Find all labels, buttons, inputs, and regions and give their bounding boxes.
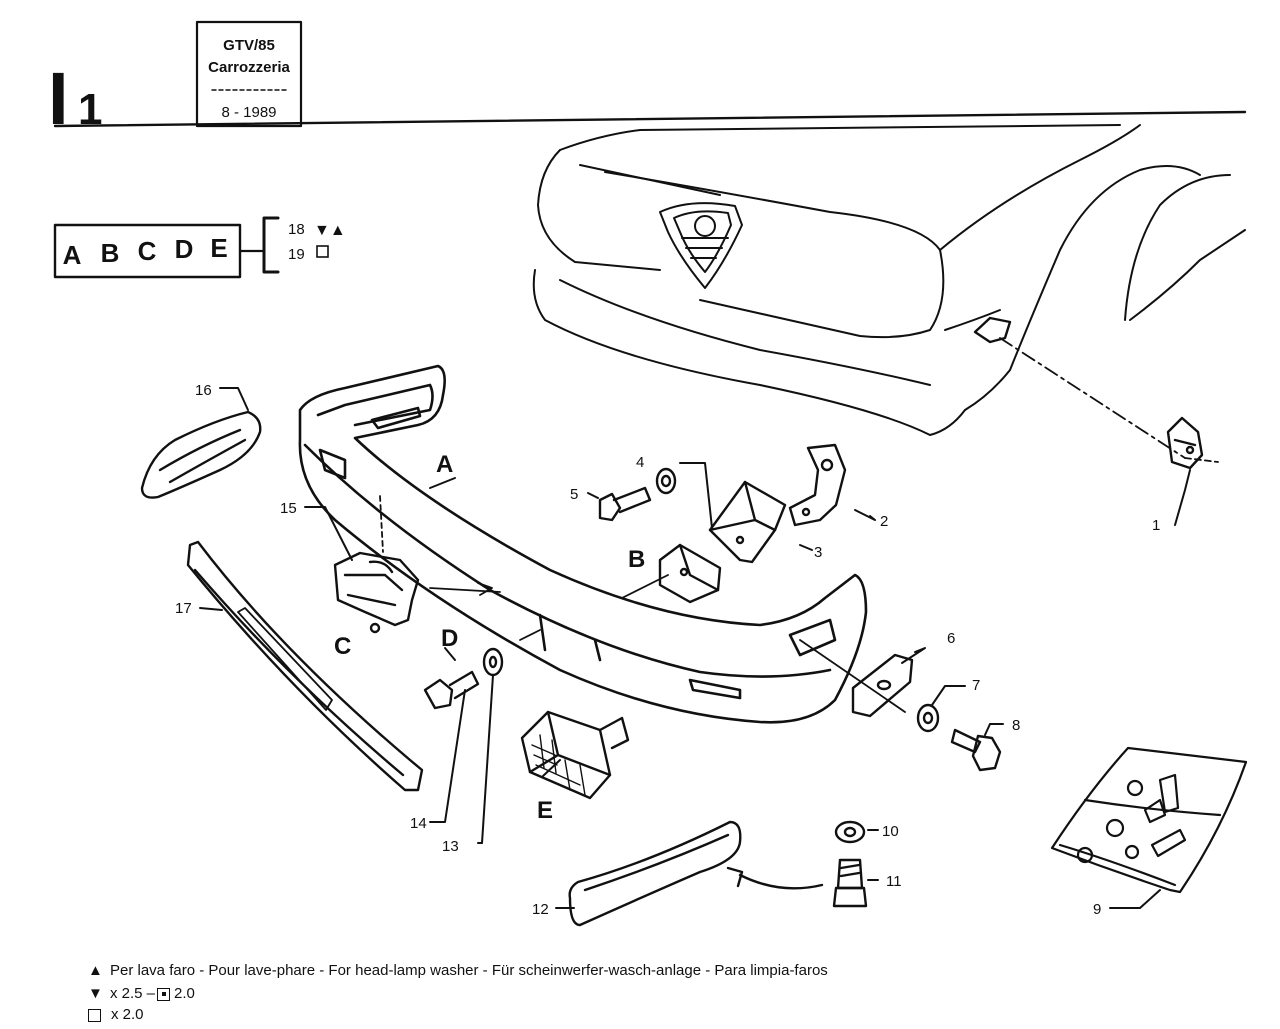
label-leaders — [199, 387, 1191, 909]
part-label-16: 16 — [195, 382, 212, 399]
assembly-arrow-head — [726, 866, 744, 888]
variant-letter-d: D — [175, 234, 194, 264]
part-label-1: 1 — [1152, 517, 1160, 534]
header-date: 8 - 1989 — [221, 104, 276, 121]
part-label-4: 4 — [636, 454, 644, 471]
part-label-14: 14 — [410, 815, 427, 832]
part-label-8: 8 — [1012, 717, 1020, 734]
part-label-5: 5 — [570, 486, 578, 503]
legend-line-thickness-25: ▼ x 2.5 – 2.0 — [88, 985, 195, 1003]
header-rule — [53, 110, 1247, 128]
part-label-11: 11 — [886, 873, 902, 890]
part-label-7: 7 — [972, 677, 980, 694]
rubber-strip-17 — [186, 540, 424, 792]
header-model: GTV/85 — [223, 37, 275, 54]
alfa-grille — [659, 202, 743, 289]
bolt-8 — [950, 728, 1002, 772]
legend-line-headlamp-washer: ▲ Per lava faro - Pour lave-phare - For h… — [88, 962, 828, 980]
stud-11 — [832, 858, 868, 908]
variant-ref-19: 19 — [288, 246, 305, 263]
corner-trim-12 — [568, 820, 742, 927]
section-letter: I — [48, 57, 69, 140]
section-number: 1 — [78, 85, 102, 134]
part-label-3: 3 — [814, 544, 822, 561]
nut-10 — [834, 820, 866, 844]
bumper-a — [298, 364, 868, 724]
assembly-lines — [379, 337, 1219, 713]
legend-text-1: Per lava faro - Pour lave-phare - For he… — [110, 962, 828, 980]
part-label-2: 2 — [880, 513, 888, 530]
corner-trim-16 — [140, 410, 262, 499]
letter-label-b: B — [628, 546, 645, 573]
washer-4 — [655, 467, 677, 495]
triangle-down-icon: ▼ — [88, 985, 103, 1003]
pad-6 — [851, 653, 914, 718]
car-rear-body — [532, 124, 1246, 436]
legend-text-2a: x 2.5 – — [110, 985, 156, 1003]
clip-bracket-c-15 — [333, 551, 420, 634]
part-label-13: 13 — [442, 838, 459, 855]
letter-label-d: D — [441, 625, 458, 652]
fastener-kit-9 — [1050, 746, 1248, 894]
square-dot-icon — [157, 987, 171, 1001]
part-label-15: 15 — [280, 500, 297, 517]
washer-13 — [482, 647, 504, 677]
bracket-2 — [788, 443, 847, 527]
variant-letter-a: A — [63, 240, 82, 270]
legend-text-3: x 2.0 — [111, 1006, 144, 1024]
connector-e — [520, 710, 630, 800]
legend-line-thickness-20: x 2.0 — [88, 1006, 144, 1024]
part-label-9: 9 — [1093, 901, 1101, 918]
bracket-b — [658, 543, 722, 604]
bolt-d-14 — [423, 670, 480, 710]
clip-1 — [973, 316, 1204, 470]
bolt-5 — [598, 486, 652, 522]
variant-letter-e: E — [210, 233, 227, 263]
variant-ref-18: 18 — [288, 221, 305, 238]
letter-label-e: E — [537, 797, 553, 824]
part-label-12: 12 — [532, 901, 549, 918]
legend-text-2b: 2.0 — [174, 985, 195, 1003]
header-info-box — [195, 20, 303, 128]
variant-ref-18-symbol: ▼▲ — [314, 222, 346, 239]
part-label-6: 6 — [947, 630, 955, 647]
letter-label-a: A — [436, 451, 453, 478]
assembly-arrow — [738, 873, 824, 890]
bracket-3 — [708, 480, 787, 564]
square-icon — [88, 1008, 101, 1022]
variant-bracket — [262, 216, 280, 274]
part-label-17: 17 — [175, 600, 192, 617]
part-label-10: 10 — [882, 823, 899, 840]
header-group: Carrozzeria — [208, 59, 290, 76]
washer-7 — [916, 703, 940, 733]
variant-letter-c: C — [138, 236, 157, 266]
square-icon — [316, 245, 329, 258]
letter-label-c: C — [334, 633, 351, 660]
variant-letter-b: B — [101, 238, 120, 268]
triangle-up-icon: ▲ — [88, 962, 103, 980]
